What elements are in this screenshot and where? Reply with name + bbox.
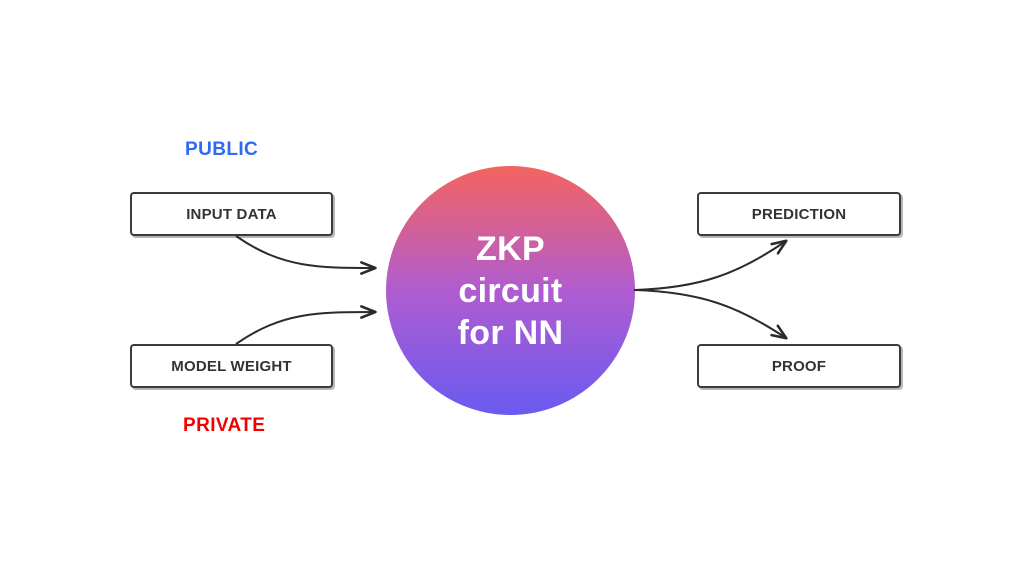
node-input-data[interactable]: INPUT DATA bbox=[130, 192, 333, 236]
node-input-data-label: INPUT DATA bbox=[186, 205, 277, 223]
zkp-circuit-line-1: ZKP bbox=[476, 229, 545, 268]
arrow-circuit-to-proof bbox=[633, 289, 786, 338]
zkp-circuit-node[interactable]: ZKP circuit for NN bbox=[386, 166, 635, 415]
node-model-weight-label: MODEL WEIGHT bbox=[171, 357, 292, 375]
arrow-circuit-to-prediction bbox=[633, 241, 786, 291]
zkp-circuit-line-2: circuit bbox=[458, 271, 563, 310]
node-model-weight[interactable]: MODEL WEIGHT bbox=[130, 344, 333, 388]
node-prediction-label: PREDICTION bbox=[751, 205, 847, 223]
arrow-model-weight-to-circuit bbox=[235, 312, 375, 345]
zkp-circuit-line-3: for NN bbox=[457, 313, 564, 352]
node-prediction[interactable]: PREDICTION bbox=[697, 192, 901, 236]
node-proof[interactable]: PROOF bbox=[697, 344, 901, 388]
arrow-input-data-to-circuit bbox=[235, 235, 375, 268]
node-proof-label: PROOF bbox=[771, 357, 827, 375]
public-section-label: PUBLIC bbox=[185, 139, 259, 160]
private-section-label: PRIVATE bbox=[183, 415, 266, 436]
